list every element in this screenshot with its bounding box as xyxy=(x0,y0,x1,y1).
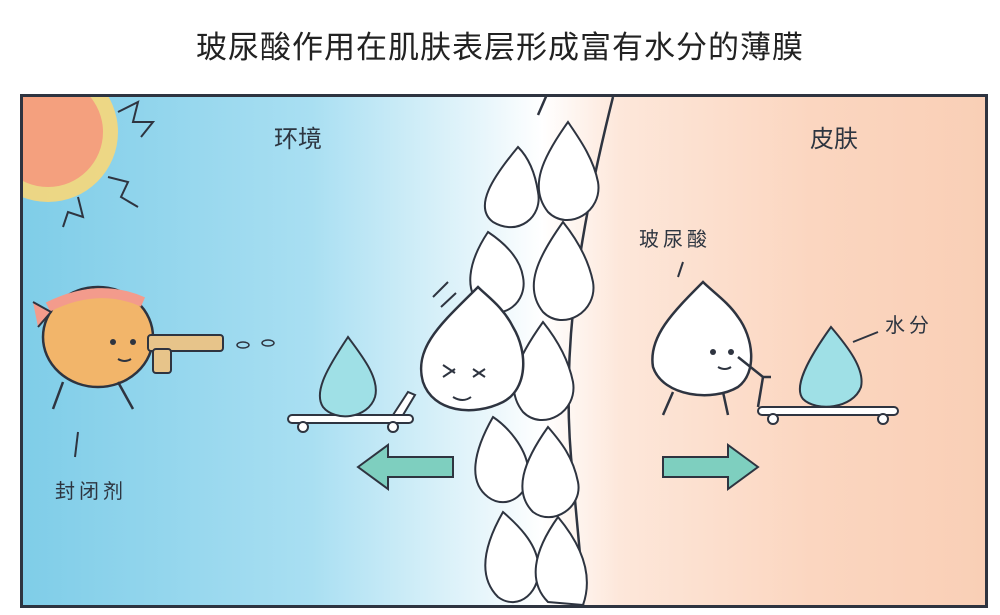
title-pointer xyxy=(536,97,548,116)
environment-label: 环境 xyxy=(274,125,322,153)
film-droplet xyxy=(484,510,540,603)
occlusive-character xyxy=(32,285,275,458)
skin-label: 皮肤 xyxy=(810,125,858,153)
water-drop-left xyxy=(318,335,377,418)
arrow-right-icon xyxy=(662,443,760,491)
film-droplet xyxy=(474,415,530,504)
film-droplet xyxy=(532,220,595,322)
film-droplet xyxy=(521,425,580,519)
water-drop-right xyxy=(798,325,863,408)
right-skateboard xyxy=(756,325,899,425)
page-title: 玻尿酸作用在肌肤表层形成富有水分的薄膜 xyxy=(196,30,804,66)
arrow-left-icon xyxy=(356,443,454,491)
bouncing-droplet-character xyxy=(419,281,525,412)
occlusive-label: 封闭剂 xyxy=(55,479,127,503)
film-droplet xyxy=(534,515,588,605)
film-droplet xyxy=(537,120,600,222)
hyaluronic-acid-label: 玻尿酸 xyxy=(639,227,711,251)
illustration-panel: 环境 皮肤 玻尿酸 水分 封闭剂 xyxy=(20,94,988,608)
sun-icon xyxy=(23,97,156,228)
illustration-art xyxy=(23,97,899,605)
left-skateboard xyxy=(287,335,417,433)
water-label: 水分 xyxy=(885,313,933,337)
hyaluronic-character xyxy=(651,261,764,416)
hyaluronic-film xyxy=(469,120,600,605)
film-droplet xyxy=(483,145,540,229)
